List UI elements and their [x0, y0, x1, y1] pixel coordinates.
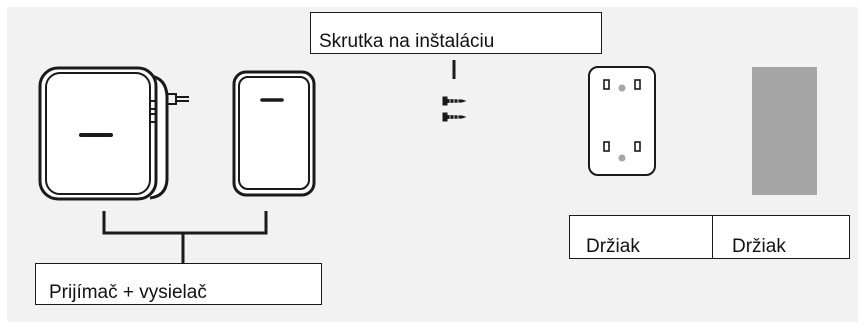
screw-icon [442, 112, 467, 122]
screw-icon [442, 96, 467, 106]
adhesive-pad-icon [752, 67, 817, 195]
bracket-connector [102, 211, 268, 263]
holder-label-1: Držiak [570, 216, 713, 258]
transmitter-icon [232, 70, 316, 197]
receiver-icon [38, 66, 189, 201]
receiver-transmitter-label: Prijímač + vysielač [35, 263, 322, 305]
holder-label-2: Držiak [732, 236, 786, 257]
screw-label: Skrutka na inštaláciu [310, 12, 602, 54]
holder-labels-table: Držiak Držiak [569, 215, 850, 259]
mounting-plate-icon [588, 66, 656, 176]
